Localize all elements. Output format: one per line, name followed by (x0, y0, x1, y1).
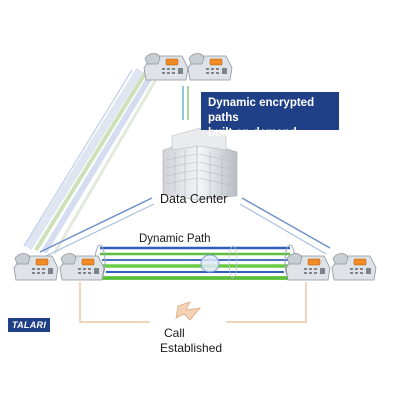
ip-phone-icon (285, 253, 331, 281)
call-label-line-2: Established (160, 341, 223, 355)
ip-phone-icon (143, 53, 189, 81)
ip-phone-icon (187, 53, 233, 81)
right-dc-link (239, 197, 331, 255)
dynamic-path-bundle (94, 244, 296, 280)
dynamic-paths-callout: Dynamic encrypted paths built on demand (201, 92, 339, 139)
call-bracket (79, 282, 307, 323)
call-established-label: Call Established (160, 326, 222, 356)
left-link-bundle (23, 67, 160, 255)
left-dc-link (39, 197, 155, 257)
call-label-line-1: Call (164, 326, 185, 340)
data-center-building-icon (162, 127, 238, 201)
talari-logo: TALARI (8, 318, 51, 332)
ip-phone-icon (331, 253, 377, 281)
data-center-label: Data Center (160, 192, 228, 206)
ip-phone-icon (59, 253, 105, 281)
ip-phone-icon (13, 253, 59, 281)
vertical-link (182, 86, 189, 120)
callout-line-2: built on demand (208, 127, 297, 139)
call-spark-icon (175, 301, 201, 321)
callout-line-1: Dynamic encrypted paths (208, 97, 315, 124)
dynamic-path-label: Dynamic Path (139, 233, 211, 245)
